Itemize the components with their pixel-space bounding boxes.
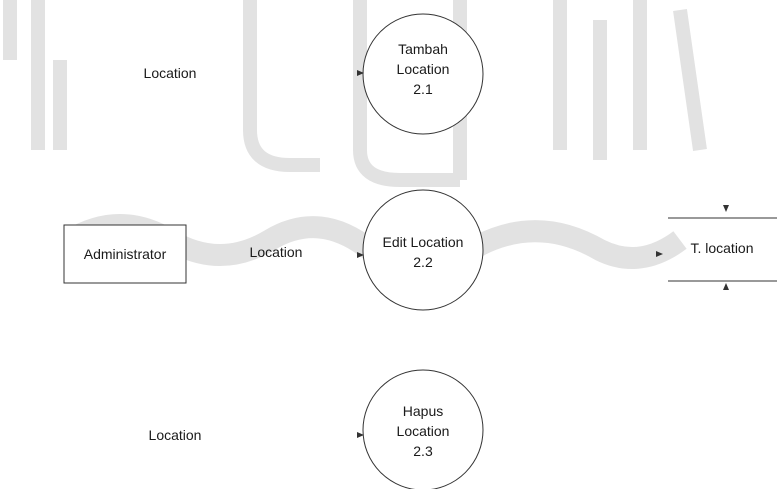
process-circle: [362, 13, 484, 135]
process-number: 2.3: [413, 443, 433, 459]
arrowhead-icon: [723, 205, 729, 212]
data-store-t-location: T. location: [668, 217, 777, 282]
process-circle: [362, 369, 484, 489]
data-store-label: T. location: [690, 240, 753, 256]
process-2-1: Tambah Location 2.1: [362, 13, 484, 135]
entity-label: Administrator: [84, 246, 167, 262]
process-number: 2.2: [413, 254, 433, 270]
arrowhead-icon: [357, 70, 364, 76]
external-entity-administrator: Administrator: [63, 224, 187, 284]
process-name-line-1: Hapus: [403, 403, 443, 419]
process-name-line-1: Tambah: [398, 41, 448, 57]
process-name-line-1: Edit Location: [383, 234, 464, 250]
arrowhead-icon: [357, 432, 364, 438]
process-name-line-2: Location: [397, 61, 450, 77]
process-number: 2.1: [413, 81, 433, 97]
arrow-marks: [357, 70, 729, 438]
arrowhead-icon: [723, 283, 729, 290]
flow-label: Location: [144, 65, 197, 81]
arrowhead-icon: [656, 251, 663, 257]
process-name-line-2: Location: [397, 423, 450, 439]
flow-label: Location: [250, 244, 303, 260]
process-circle: [362, 189, 484, 311]
arrowhead-icon: [357, 252, 364, 258]
process-2-2: Edit Location 2.2: [362, 189, 484, 311]
watermark-logo: [3, 0, 707, 275]
process-2-3: Hapus Location 2.3: [362, 369, 484, 489]
flow-label: Location: [149, 427, 202, 443]
entity-box: [63, 224, 187, 284]
